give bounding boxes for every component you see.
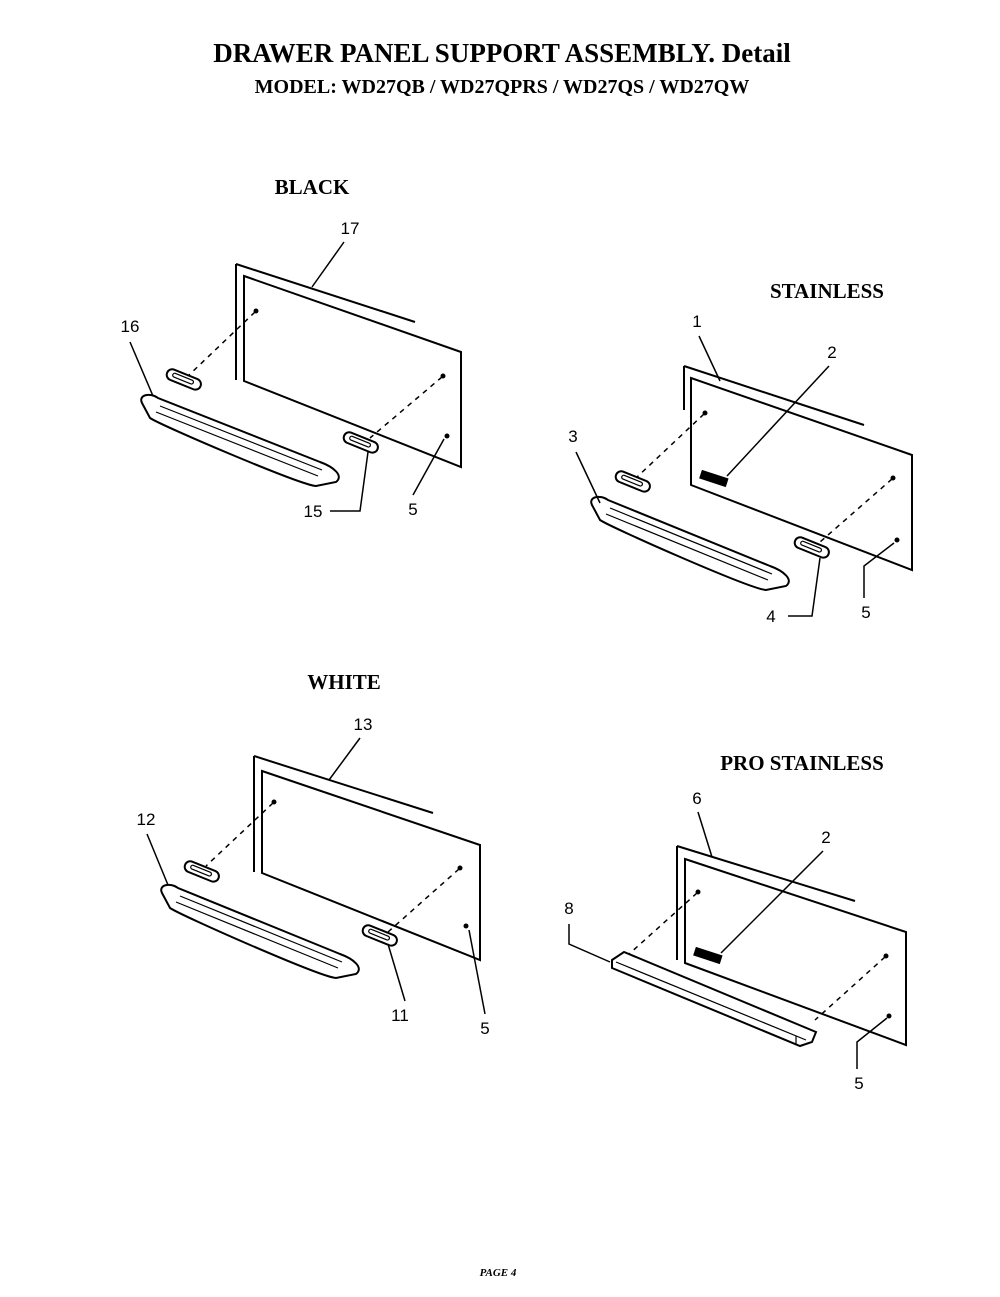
white-section-label: WHITE xyxy=(307,670,381,694)
stainless-handle xyxy=(590,495,790,592)
pro-stainless-callout-handle: 8 xyxy=(564,899,573,918)
stainless-panel-edge xyxy=(683,365,865,426)
black-leader-spacer xyxy=(330,451,369,512)
white-screw-hole-bottom-right xyxy=(463,923,469,929)
stainless-assembly: STAINLESS 1 2 3 4 5 xyxy=(568,279,913,626)
diagram-title: DRAWER PANEL SUPPORT ASSEMBLY. Detail xyxy=(213,38,791,68)
black-assembly: BLACK 17 16 15 5 xyxy=(121,175,462,521)
stainless-section-label: STAINLESS xyxy=(770,279,884,303)
black-handle xyxy=(140,393,340,488)
pro-stainless-front-panel xyxy=(684,857,907,1047)
white-callout-spacer: 11 xyxy=(391,1006,409,1025)
white-leader-handle xyxy=(146,833,169,886)
black-section-label: BLACK xyxy=(275,175,350,199)
pro-stainless-callout-screw: 5 xyxy=(854,1074,863,1093)
white-leader-screw xyxy=(468,929,486,1015)
pro-stainless-handle xyxy=(611,950,818,1048)
white-leader-spacer xyxy=(387,943,406,1002)
stainless-leader-panel xyxy=(698,335,721,382)
stainless-callout-handle: 3 xyxy=(568,427,577,446)
black-leader-screw xyxy=(412,438,445,496)
model-list: MODEL: WD27QB / WD27QPRS / WD27QS / WD27… xyxy=(255,76,750,98)
stainless-callout-panel: 1 xyxy=(692,312,701,331)
white-assembly: WHITE 13 12 11 5 xyxy=(137,670,490,1038)
pro-stainless-screw-hole-bottom-right xyxy=(886,1013,892,1019)
stainless-callout-spacer: 4 xyxy=(766,607,775,626)
white-front-panel xyxy=(261,769,481,962)
black-leader-panel xyxy=(311,241,345,288)
black-callout-panel: 17 xyxy=(341,219,360,238)
white-callout-screw: 5 xyxy=(480,1019,489,1038)
white-leader-panel xyxy=(328,737,361,781)
pro-stainless-leader-panel xyxy=(697,811,713,858)
page-number: PAGE 4 xyxy=(480,1267,517,1279)
pro-stainless-panel-edge xyxy=(676,845,856,960)
stainless-leader-badge xyxy=(726,365,830,477)
white-spacer-left xyxy=(183,860,220,883)
stainless-front-panel xyxy=(690,376,913,572)
stainless-leader-screw xyxy=(863,542,895,598)
black-spacer-left xyxy=(165,368,202,391)
stainless-leader-handle xyxy=(575,451,601,504)
white-spacer-right xyxy=(361,924,398,947)
black-callout-screw: 5 xyxy=(408,500,417,519)
black-screw-hole-bottom-right xyxy=(444,433,450,439)
white-callout-panel: 13 xyxy=(354,715,373,734)
stainless-leader-spacer xyxy=(788,557,821,617)
white-callout-handle: 12 xyxy=(137,810,156,829)
stainless-spacer-left xyxy=(614,470,651,493)
white-handle xyxy=(160,883,360,980)
pro-stainless-leader-badge xyxy=(720,850,824,954)
pro-stainless-callout-badge: 2 xyxy=(821,828,830,847)
black-front-panel xyxy=(243,274,462,469)
white-panel-edge xyxy=(253,755,434,872)
black-callout-spacer: 15 xyxy=(304,502,323,521)
pro-stainless-assembly: PRO STAINLESS 6 2 8 5 xyxy=(564,751,907,1093)
stainless-brand-badge xyxy=(699,469,729,488)
stainless-spacer-right xyxy=(793,536,830,559)
stainless-callout-screw: 5 xyxy=(861,603,870,622)
black-panel-edge xyxy=(235,263,416,380)
pro-stainless-section-label: PRO STAINLESS xyxy=(720,751,884,775)
pro-stainless-leader-screw xyxy=(856,1017,888,1069)
pro-stainless-brand-badge xyxy=(693,946,723,965)
black-leader-handle xyxy=(129,341,154,397)
black-callout-handle: 16 xyxy=(121,317,140,336)
black-spacer-right xyxy=(342,431,379,454)
pro-stainless-leader-handle xyxy=(568,924,611,963)
stainless-callout-badge: 2 xyxy=(827,343,836,362)
pro-stainless-callout-panel: 6 xyxy=(692,789,701,808)
stainless-screw-hole-bottom-right xyxy=(894,537,900,543)
